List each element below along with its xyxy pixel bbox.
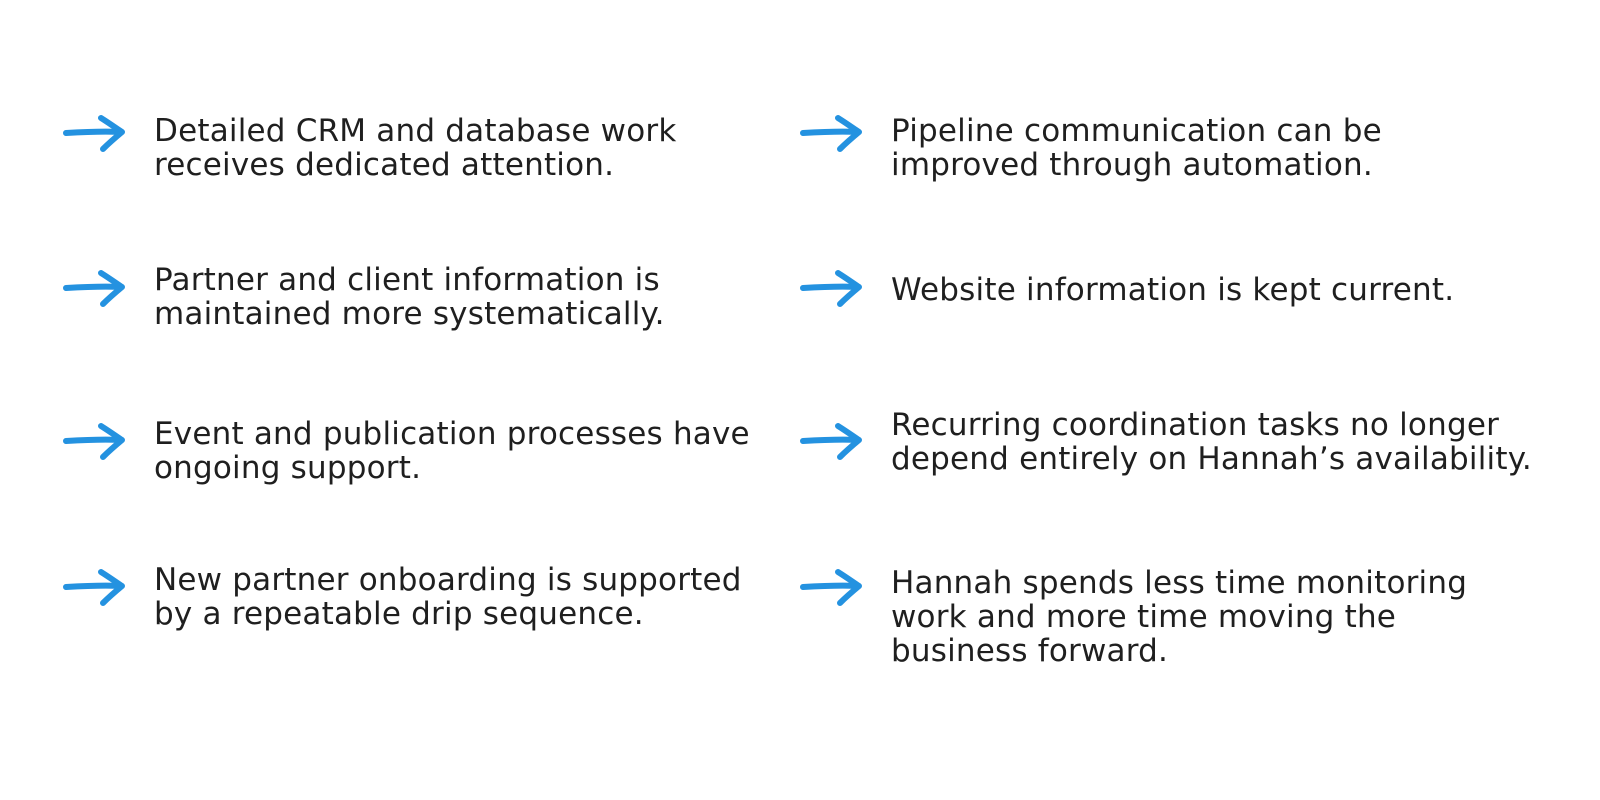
right-arrow-icon bbox=[800, 566, 864, 608]
right-arrow-icon bbox=[800, 420, 864, 462]
outcome-text: Pipeline communication can be improved t… bbox=[891, 113, 1382, 183]
outcome-text: Website information is kept current. bbox=[891, 272, 1455, 308]
outcome-text: Event and publication processes have ong… bbox=[154, 416, 750, 486]
right-arrow-icon bbox=[800, 267, 864, 309]
outcome-text: Partner and client information is mainta… bbox=[154, 262, 665, 332]
right-arrow-icon bbox=[800, 112, 864, 154]
right-arrow-icon bbox=[63, 420, 127, 462]
right-arrow-icon bbox=[63, 112, 127, 154]
right-arrow-icon bbox=[63, 566, 127, 608]
outcome-text: Detailed CRM and database work receives … bbox=[154, 113, 677, 183]
outcome-text: New partner onboarding is supported by a… bbox=[154, 562, 742, 632]
outcome-text: Hannah spends less time monitoring work … bbox=[891, 565, 1468, 669]
right-arrow-icon bbox=[63, 267, 127, 309]
outcome-text: Recurring coordination tasks no longer d… bbox=[891, 407, 1532, 477]
